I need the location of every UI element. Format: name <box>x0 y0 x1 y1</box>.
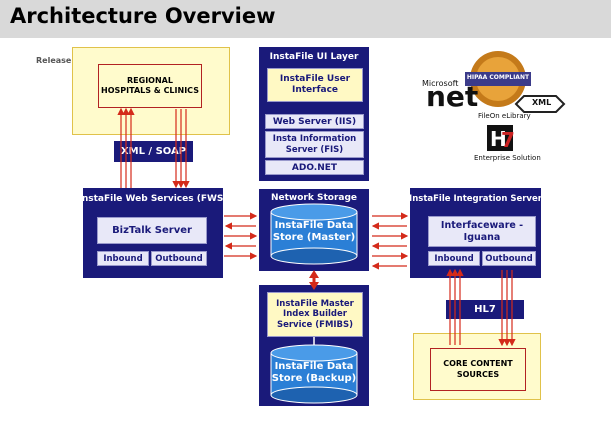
dotnet-logo: net <box>426 80 478 113</box>
core-content-box: CORE CONTENT SOURCES <box>430 348 526 391</box>
hipaa-seal-logo <box>465 51 531 107</box>
backup-data-store-cylinder <box>270 344 358 404</box>
regional-arrows <box>117 107 190 189</box>
information-server-box: Insta Information Server (FIS) <box>265 131 364 158</box>
xml-soap-box: XML / SOAP <box>114 141 193 162</box>
ws-inbound-box: Inbound <box>97 251 149 266</box>
network-storage-header: Network Storage <box>270 193 358 203</box>
core-line1: CORE CONTENT <box>443 359 513 369</box>
fileon-text: FileOn eLibrary <box>478 112 531 120</box>
regional-hospitals-box: REGIONAL HOSPITALS & CLINICS <box>98 64 202 108</box>
biztalk-server-box: BizTalk Server <box>97 217 207 244</box>
backup-data-store-label: InstaFile Data Store (Backup) <box>271 361 357 384</box>
hipaa-text: HIPAA COMPLIANT <box>466 74 530 81</box>
integration-core-arrows <box>446 268 516 347</box>
microsoft-text: Microsoft <box>422 79 459 88</box>
svg-text:net: net <box>426 80 478 113</box>
mib-service-box: InstaFile Master Index Builder Service (… <box>267 292 363 337</box>
xml-logo-text: XML <box>532 98 552 107</box>
page-title: Architecture Overview <box>10 4 276 28</box>
user-interface-box: InstaFile User Interface <box>267 68 363 102</box>
hl7-box: HL7 <box>446 300 524 319</box>
iguana-box: Interfaceware - Iguana <box>428 216 536 247</box>
int-inbound-box: Inbound <box>428 251 480 266</box>
web-server-iis-box: Web Server (IIS) <box>265 114 364 129</box>
title-bar <box>0 0 611 38</box>
svg-text:H: H <box>490 127 507 151</box>
xml-logo <box>514 95 566 113</box>
regional-line2: HOSPITALS & CLINICS <box>101 86 199 95</box>
hl7-logo: H 7 <box>487 125 515 152</box>
int-outbound-box: Outbound <box>482 251 536 266</box>
storage-integration-arrows <box>371 212 409 270</box>
svg-text:7: 7 <box>501 128 515 152</box>
core-line2: SOURCES <box>456 369 500 379</box>
master-data-store-label: InstaFile Data Store (Master) <box>272 220 356 243</box>
web-services-header: InstaFile Web Services (FWS) <box>78 194 228 204</box>
master-data-store-cylinder <box>270 203 358 265</box>
ws-outbound-box: Outbound <box>151 251 207 266</box>
storage-mib-arrow <box>309 270 319 290</box>
integration-server-header: InstaFile Integration Server <box>409 194 542 204</box>
ws-storage-arrows <box>224 212 258 260</box>
release-label: Release 1.0 <box>36 56 89 65</box>
ui-layer-header: InstaFile UI Layer <box>269 52 359 62</box>
ado-net-box: ADO.NET <box>265 160 364 175</box>
regional-line1: REGIONAL <box>127 75 173 85</box>
enterprise-text: Enterprise Solution <box>474 154 541 162</box>
